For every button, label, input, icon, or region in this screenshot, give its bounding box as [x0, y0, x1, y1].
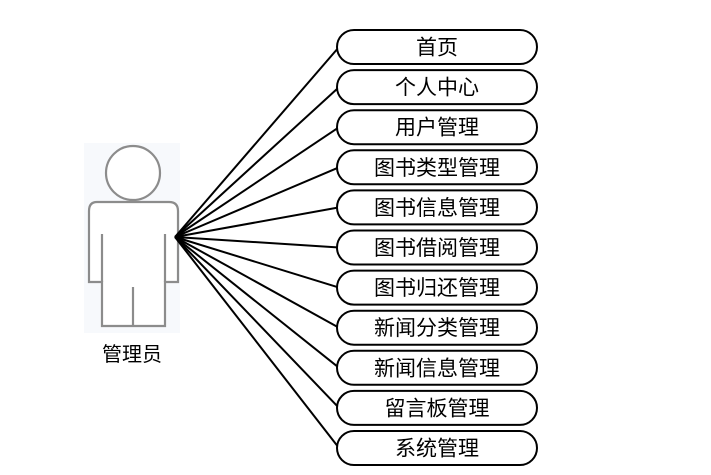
use-case-label: 留言板管理: [385, 396, 490, 420]
use-case-label: 图书信息管理: [374, 196, 500, 220]
use-case-pill: [336, 430, 538, 466]
connectors: [174, 46, 340, 449]
use-case-item: 个人中心: [336, 69, 538, 106]
connector-line: [174, 86, 340, 238]
use-case-item: 图书借阅管理: [336, 229, 538, 266]
use-case-label: 图书类型管理: [374, 156, 500, 180]
use-case-item: 图书类型管理: [336, 149, 538, 186]
actor-label: 管理员: [102, 342, 162, 366]
use-case-pill: [336, 189, 538, 226]
use-case-label: 新闻信息管理: [374, 356, 500, 380]
use-case-pill: [336, 149, 538, 186]
connector-line: [174, 236, 340, 249]
connector-line: [174, 126, 340, 238]
use-case-item: 新闻分类管理: [336, 309, 538, 346]
actor-body-icon: [87, 200, 180, 328]
use-case-item: 新闻信息管理: [336, 349, 538, 386]
use-case-pill: [336, 29, 538, 65]
use-case-pill: [336, 309, 538, 346]
connector-line: [174, 236, 340, 449]
use-case-label: 用户管理: [395, 116, 479, 140]
use-case-item: 系统管理: [336, 430, 538, 466]
connector-line: [174, 236, 340, 289]
use-case-item: 首页: [336, 29, 538, 65]
connector-line: [174, 236, 340, 329]
use-case-item: 图书信息管理: [336, 189, 538, 226]
use-case-item: 图书归还管理: [336, 269, 538, 306]
connector-line: [174, 206, 340, 238]
connector-line: [174, 46, 340, 238]
actor-head-icon: [104, 144, 162, 202]
actor: 管理员: [84, 143, 180, 366]
use-case-label: 个人中心: [395, 76, 479, 100]
use-case-label: 图书归还管理: [374, 276, 500, 300]
use-case-pill: [336, 389, 538, 426]
use-case-label: 新闻分类管理: [374, 316, 500, 340]
use-case-label: 首页: [416, 36, 458, 60]
connector-line: [174, 166, 340, 238]
use-case-pill: [336, 109, 538, 146]
connector-line: [174, 236, 340, 409]
use-case-item: 留言板管理: [336, 389, 538, 426]
use-case-pill: [336, 349, 538, 386]
use-case-pill: [336, 69, 538, 106]
use-case-pill: [336, 229, 538, 266]
use-case-item: 用户管理: [336, 109, 538, 146]
use-case-pill: [336, 269, 538, 306]
connector-line: [174, 236, 340, 369]
use-case-list: 首页个人中心用户管理图书类型管理图书信息管理图书借阅管理图书归还管理新闻分类管理…: [336, 29, 538, 466]
use-case-label: 系统管理: [395, 437, 479, 461]
use-case-label: 图书借阅管理: [374, 236, 500, 260]
